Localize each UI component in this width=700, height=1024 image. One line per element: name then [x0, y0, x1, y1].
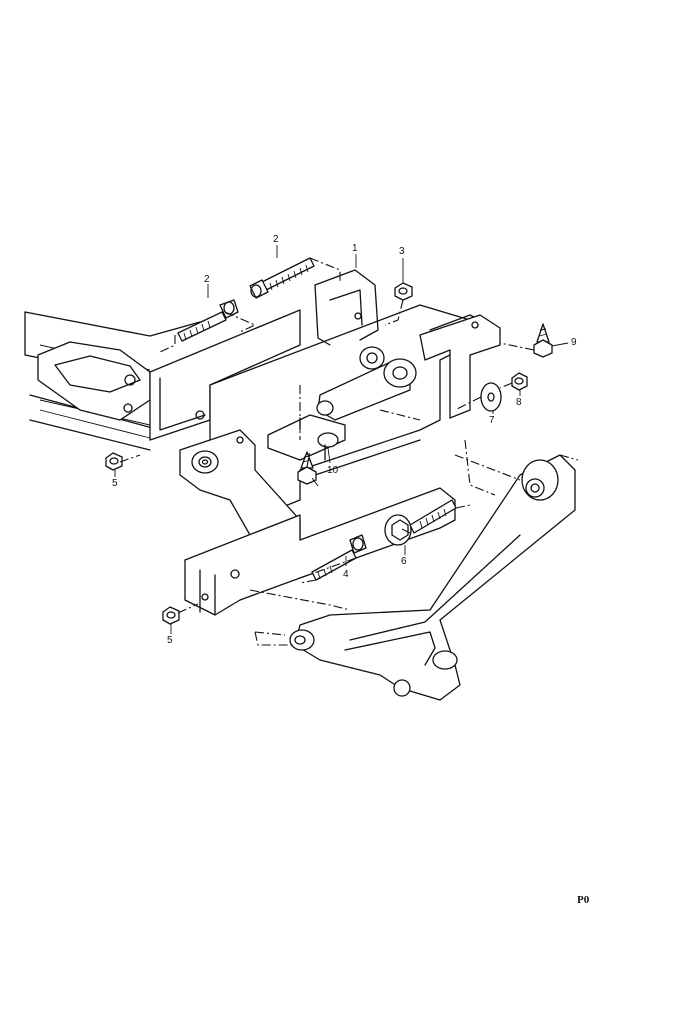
nut-5-upper [105, 452, 123, 471]
callout-4: 4 [343, 569, 349, 580]
nut-5-lower [162, 606, 180, 625]
nut-3 [394, 282, 413, 301]
callout-1: 1 [352, 243, 358, 254]
assembly-lines [119, 257, 579, 646]
lower-crossmember [184, 487, 456, 616]
chassis-beam [24, 311, 201, 451]
clamp-plate [267, 414, 346, 461]
screw-9 [533, 323, 553, 358]
bolt-4 [311, 534, 367, 581]
callout-10: 10 [327, 465, 339, 476]
mounting-bracket [314, 269, 379, 346]
callout-6: 6 [401, 556, 407, 567]
callout-3: 3 [399, 246, 405, 257]
lower-control-arm [289, 454, 576, 701]
callout-2-upper: 2 [273, 234, 279, 245]
leader-lines [114, 245, 569, 634]
washer-7 [480, 382, 502, 412]
right-bracket [419, 314, 501, 419]
callout-8: 8 [516, 397, 522, 408]
reference-mark: P0 [577, 894, 590, 906]
callout-9: 9 [571, 337, 577, 348]
callouts: 1 2 2 3 4 5 5 6 7 8 9 10 [112, 234, 577, 646]
nut-8 [511, 372, 528, 391]
bolt-2-upper [249, 257, 315, 299]
center-link [316, 346, 417, 421]
bolt-6 [384, 499, 457, 546]
callout-5-lower: 5 [167, 635, 173, 646]
callout-7: 7 [489, 415, 495, 426]
callout-5-upper: 5 [112, 478, 118, 489]
callout-2-lower: 2 [204, 274, 210, 285]
bolt-2-lower [177, 299, 239, 342]
